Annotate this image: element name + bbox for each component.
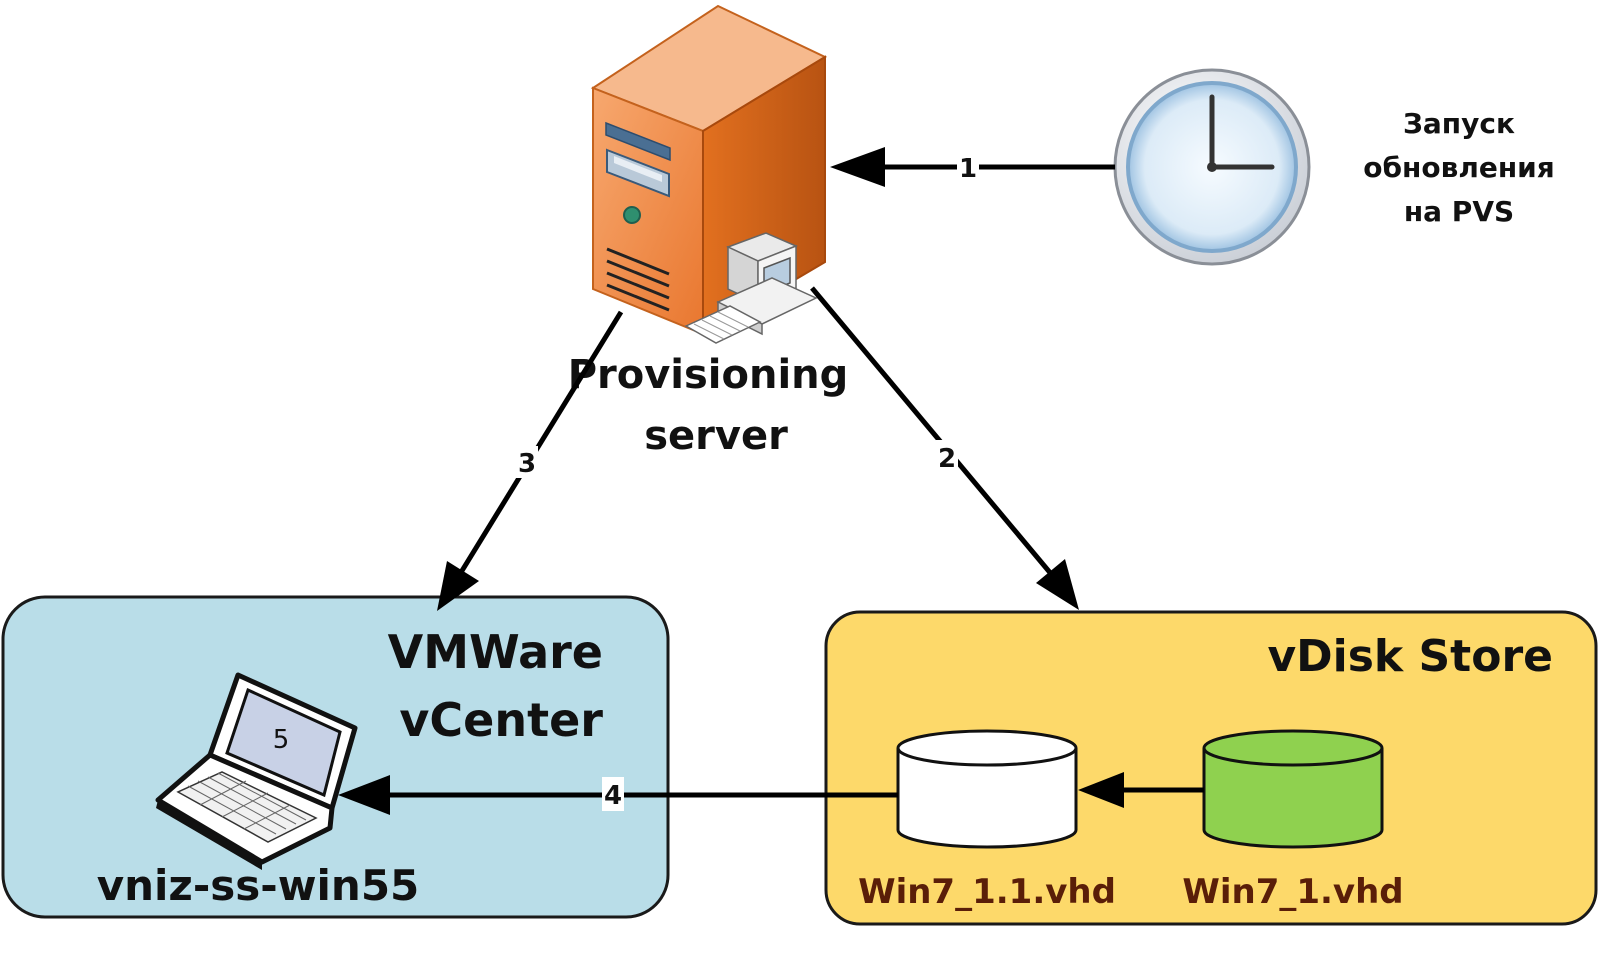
arrow-step4: 4 — [338, 775, 898, 815]
step2-label: 2 — [938, 444, 956, 474]
clock-caption-line3: на PVS — [1404, 195, 1514, 228]
desktop-pc-icon — [684, 232, 818, 344]
step1-label: 1 — [959, 154, 977, 184]
disk-old-icon[interactable] — [1202, 729, 1384, 849]
laptop-icon[interactable]: 5 — [155, 672, 358, 870]
clock-icon[interactable] — [1113, 68, 1311, 266]
vdisk-store-box: vDisk Store Win7_1.1.vhd Win7_1.vhd — [824, 610, 1598, 926]
arrow-disk-copy — [1078, 772, 1204, 808]
arrow-step1: 1 — [830, 147, 1115, 187]
laptop-screen-number: 5 — [273, 725, 290, 755]
arrow-step2: 2 — [810, 286, 1079, 610]
server-label-line2: server — [644, 413, 788, 459]
server-label-line1: Provisioning — [568, 352, 849, 398]
disk-new-icon[interactable] — [896, 729, 1078, 849]
arrow-step3: 3 — [437, 310, 624, 611]
vcenter-box: VMWare vCenter 5 vniz-ss-win55 — [1, 595, 670, 919]
vcenter-title-line2: vCenter — [399, 693, 603, 747]
vcenter-title-line1: VMWare — [388, 625, 603, 679]
step4-label: 4 — [604, 781, 622, 811]
disk-new-label: Win7_1.1.vhd — [858, 872, 1116, 912]
server-icon[interactable] — [590, 4, 828, 344]
vdisk-store-title: vDisk Store — [1267, 631, 1553, 682]
clock-caption-line1: Запуск — [1403, 107, 1515, 140]
clock-caption-line2: обновления — [1363, 151, 1555, 184]
laptop-label: vniz-ss-win55 — [97, 861, 420, 910]
step3-label: 3 — [518, 449, 536, 479]
disk-old-label: Win7_1.vhd — [1182, 872, 1403, 912]
